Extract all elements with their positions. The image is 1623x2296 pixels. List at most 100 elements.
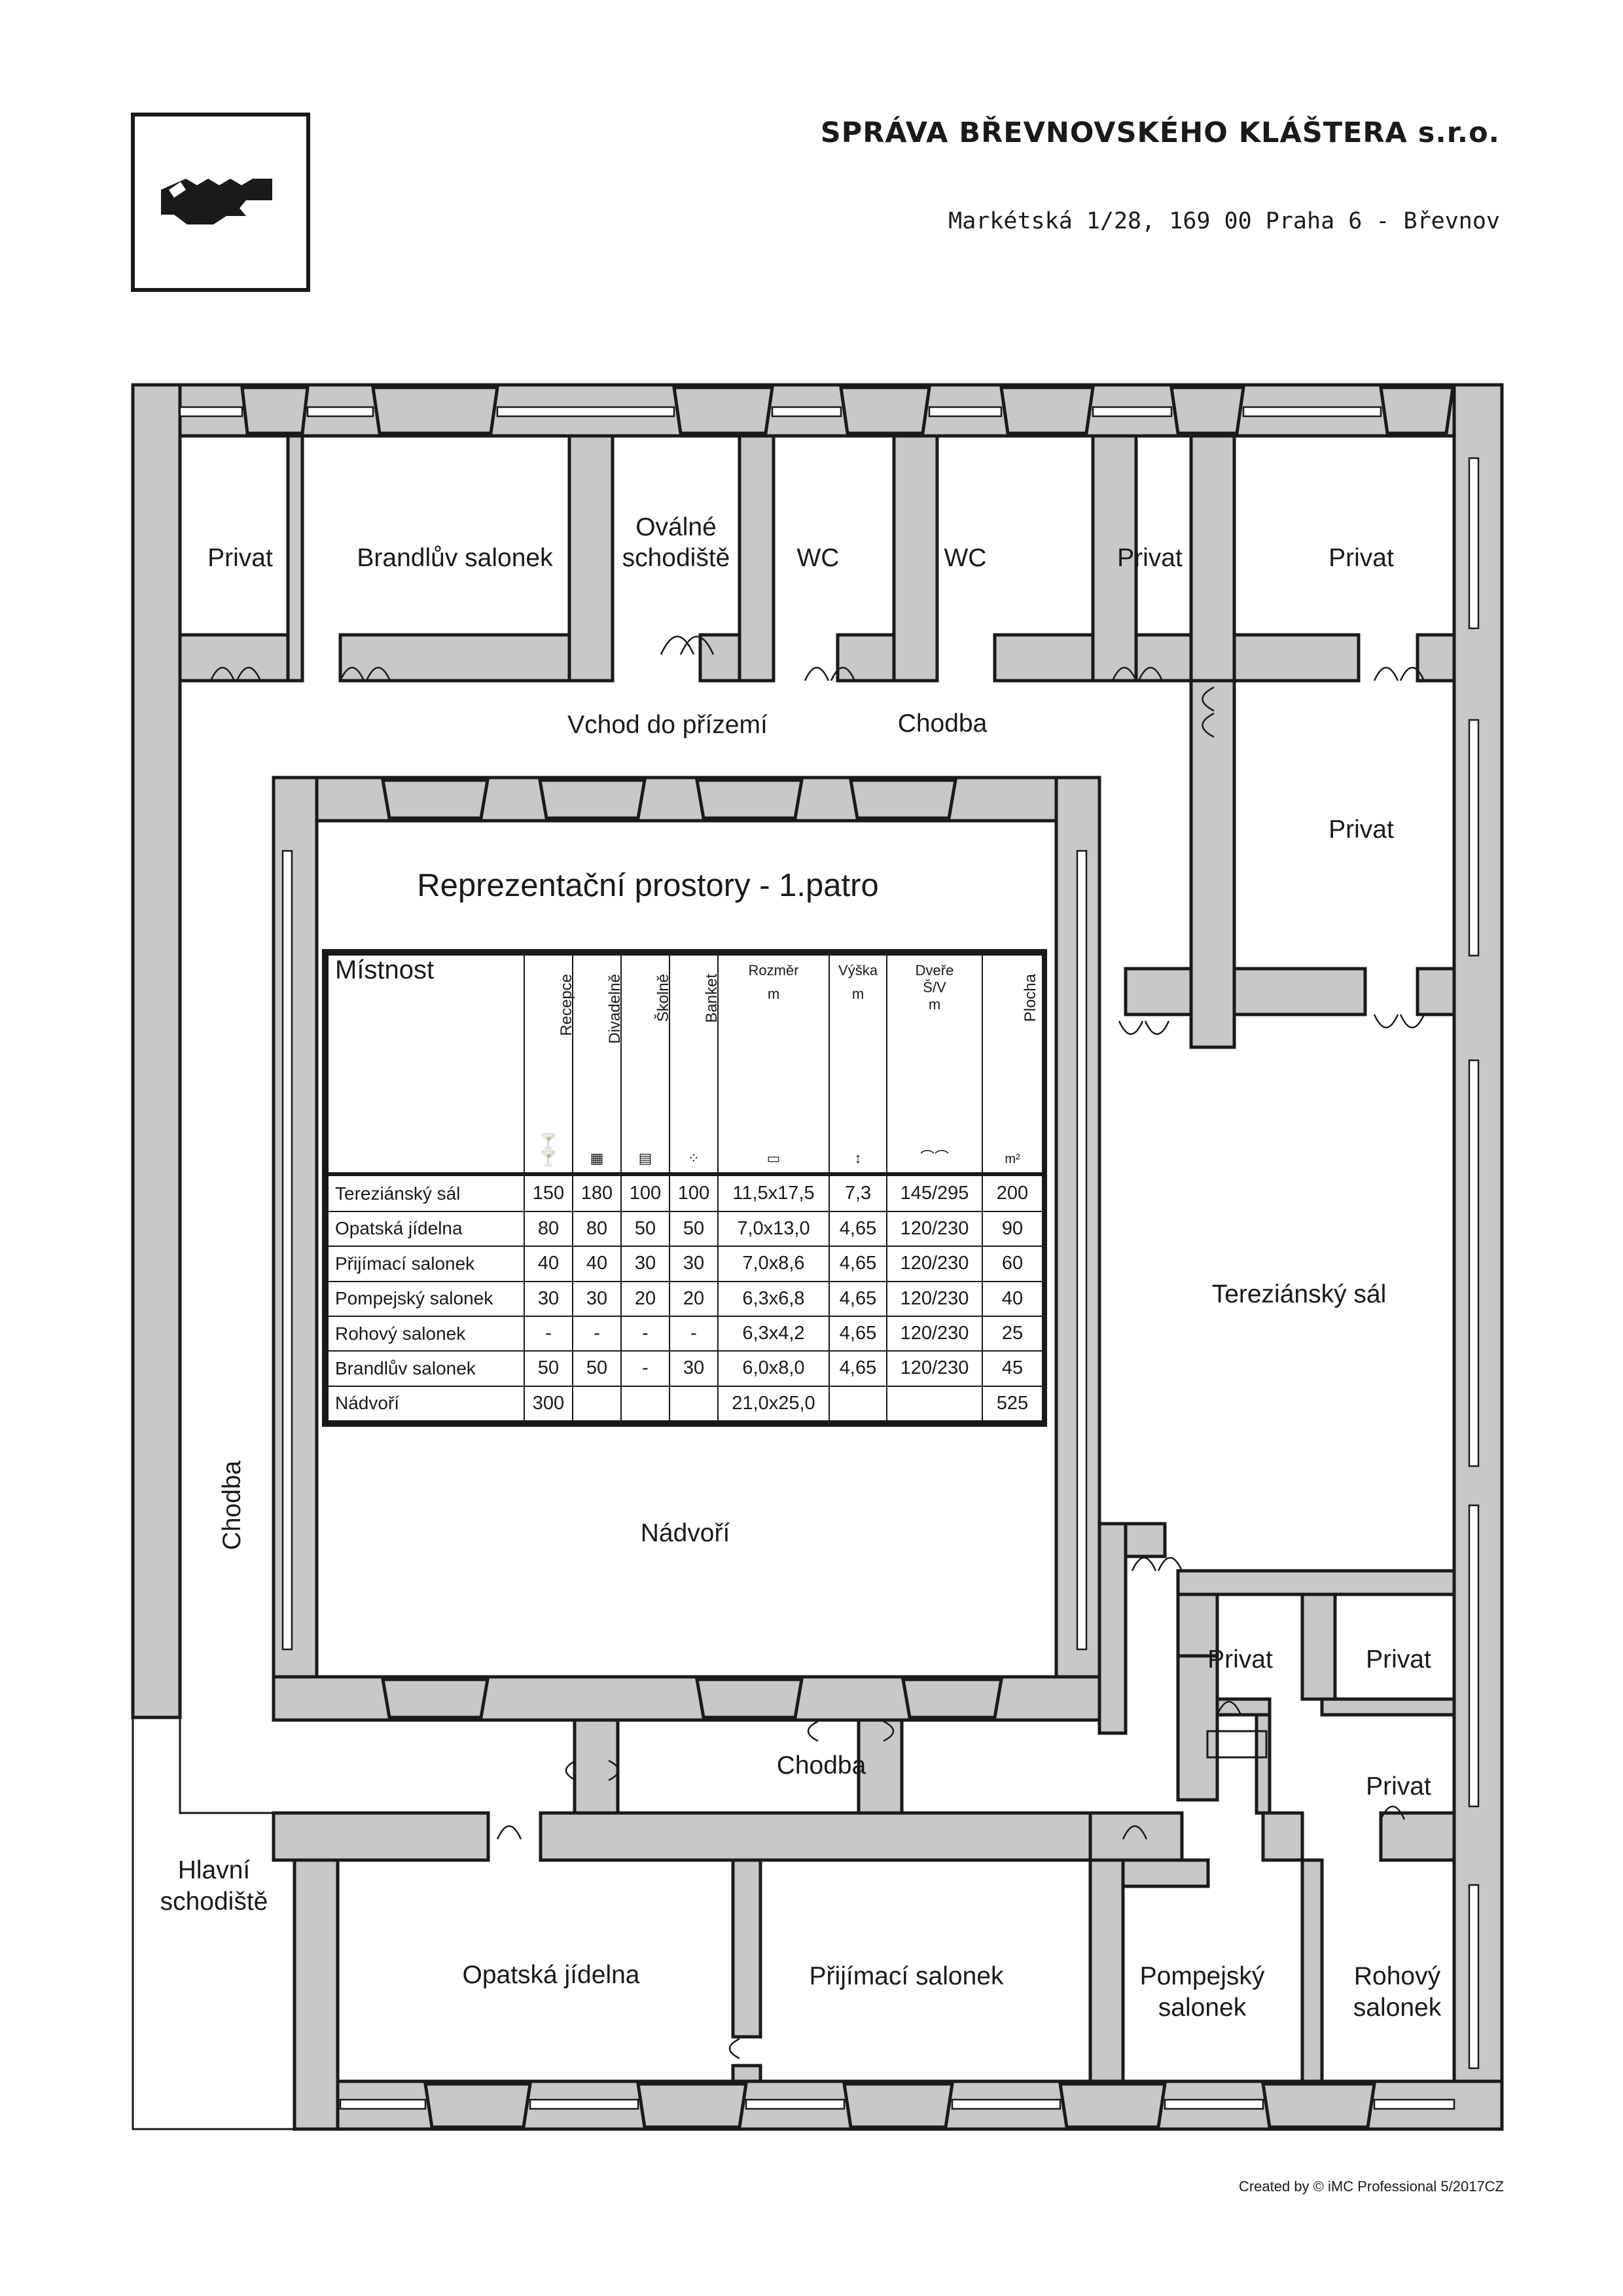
table-cell: 120/230 <box>886 1280 983 1317</box>
table-cell: - <box>572 1315 622 1352</box>
table-cell: 45 <box>982 1350 1043 1387</box>
table-cell: 4,65 <box>829 1280 887 1317</box>
col-skolne: Školně▤ <box>620 954 672 1177</box>
table-cell <box>669 1385 719 1422</box>
table-cell: 7,3 <box>829 1174 887 1212</box>
table-cell: 100 <box>620 1174 670 1212</box>
label-privat-4: Privat <box>1329 816 1394 844</box>
label-chodba-top: Chodba <box>898 709 988 738</box>
table-cell: 60 <box>982 1246 1043 1282</box>
corridor-lines <box>132 1717 1268 2130</box>
table-cell: 525 <box>982 1385 1043 1422</box>
windows <box>179 406 1480 2110</box>
window-piers <box>240 386 1455 2129</box>
label-pompejsky-1: Pompejský <box>1140 1962 1265 1990</box>
table-cell-room: Brandlův salonek <box>327 1350 525 1387</box>
doors <box>209 636 1425 2060</box>
bottom-wing-walls <box>272 1522 1456 2083</box>
label-rohovy-2: salonek <box>1353 1994 1442 2022</box>
col-plocha-label: Plocha <box>1022 974 1039 1022</box>
height-icon: ↕ <box>854 1150 862 1167</box>
table-cell: 25 <box>982 1315 1043 1352</box>
table-cell: 90 <box>982 1210 1043 1247</box>
table-cell: 120/230 <box>886 1246 983 1282</box>
col-rozmer-unit: m <box>767 986 780 1002</box>
banquet-icon: ⁘ <box>687 1150 700 1167</box>
door-icon: ⌒⌒ <box>919 1149 950 1166</box>
label-vchod: Vchod do přízemí <box>567 711 768 739</box>
label-chodba-left: Chodba <box>218 1460 246 1550</box>
theater-seats-icon: ▦ <box>590 1150 604 1167</box>
col-banket: Banket⁘ <box>669 954 721 1177</box>
table-cell: 100 <box>669 1174 719 1212</box>
table-cell: 40 <box>524 1246 573 1282</box>
table-cell: 80 <box>572 1210 622 1247</box>
table-cell: 6,3x4,2 <box>717 1315 830 1352</box>
label-opatska-jidelna: Opatská jídelna <box>462 1961 639 1989</box>
table-cell: 120/230 <box>886 1210 983 1247</box>
label-ovalne-1: Oválné <box>635 513 717 541</box>
company-name: SPRÁVA BŘEVNOVSKÉHO KLÁŠTERA s.r.o. <box>820 117 1500 149</box>
table-cell-room: Tereziánský sál <box>327 1174 525 1212</box>
label-prijimaci-salonek: Přijímací salonek <box>810 1962 1004 1990</box>
label-ovalne-2: schodiště <box>622 544 730 572</box>
table-cell-room: Rohový salonek <box>327 1315 525 1352</box>
label-hlavni-1: Hlavní <box>178 1856 251 1884</box>
table-cell-room: Pompejský salonek <box>327 1280 525 1317</box>
col-dvere-unit: m <box>928 996 941 1013</box>
label-privat-7: Privat <box>1366 1772 1431 1801</box>
label-nadvori: Nádvoří <box>641 1519 730 1547</box>
table-cell: 200 <box>982 1174 1043 1212</box>
table-cell <box>620 1385 670 1422</box>
col-vyska-unit: m <box>851 986 865 1002</box>
label-tereziansky-sal: Tereziánský sál <box>1212 1280 1387 1308</box>
table-cell: 30 <box>669 1246 719 1282</box>
table-cell: 4,65 <box>829 1315 887 1352</box>
table-cell: 4,65 <box>829 1246 887 1282</box>
col-recepce: Recepce🍸🍸 <box>524 954 575 1177</box>
col-dvere-label: Dveře <box>915 962 954 978</box>
table-cell: 40 <box>572 1246 622 1282</box>
table-cell <box>829 1385 887 1422</box>
table-cell: 30 <box>524 1280 573 1317</box>
table-cell: 30 <box>620 1246 670 1282</box>
capacity-table: Místnost Recepce🍸🍸 Divadelně▦ Školně▤ Ba… <box>322 949 1047 1427</box>
table-cell: 50 <box>620 1210 670 1247</box>
table-cell: 30 <box>572 1280 622 1317</box>
room-labels: Privat Brandlův salonek Oválné schodiště… <box>160 513 1442 2022</box>
table-cell: 7,0x13,0 <box>717 1210 830 1247</box>
logo <box>131 113 310 292</box>
table-cell: 11,5x17,5 <box>717 1174 830 1212</box>
table-cell: 50 <box>572 1350 622 1387</box>
table-cell: 6,0x8,0 <box>717 1350 830 1387</box>
label-privat-2: Privat <box>1117 544 1183 572</box>
table-cell-room: Nádvoří <box>327 1385 525 1422</box>
table-cell: 4,65 <box>829 1210 887 1247</box>
col-dvere-label-2: Š/V <box>923 979 946 996</box>
table-cell: - <box>669 1315 719 1352</box>
table-cell: 300 <box>524 1385 573 1422</box>
glasses-icon: 🍸🍸 <box>539 1133 558 1167</box>
table-cell: 20 <box>620 1280 670 1317</box>
col-divadelne: Divadelně▦ <box>572 954 624 1177</box>
table-cell: - <box>620 1350 670 1387</box>
label-privat-6: Privat <box>1366 1645 1431 1674</box>
label-hlavni-2: schodiště <box>160 1888 268 1916</box>
table-title: Reprezentační prostory - 1.patro <box>417 868 879 903</box>
dimension-icon: ▭ <box>766 1150 781 1167</box>
top-wing-walls <box>178 434 1456 1049</box>
col-vyska-label: Výška <box>838 962 878 978</box>
table-cell: 145/295 <box>886 1174 983 1212</box>
footer-credit: Created by © iMC Professional 5/2017CZ <box>1238 2178 1504 2195</box>
label-privat-5: Privat <box>1207 1645 1273 1674</box>
table-cell: - <box>620 1315 670 1352</box>
company-address: Markétská 1/28, 169 00 Praha 6 - Břevnov <box>948 208 1500 234</box>
label-pompejsky-2: salonek <box>1158 1994 1247 2022</box>
